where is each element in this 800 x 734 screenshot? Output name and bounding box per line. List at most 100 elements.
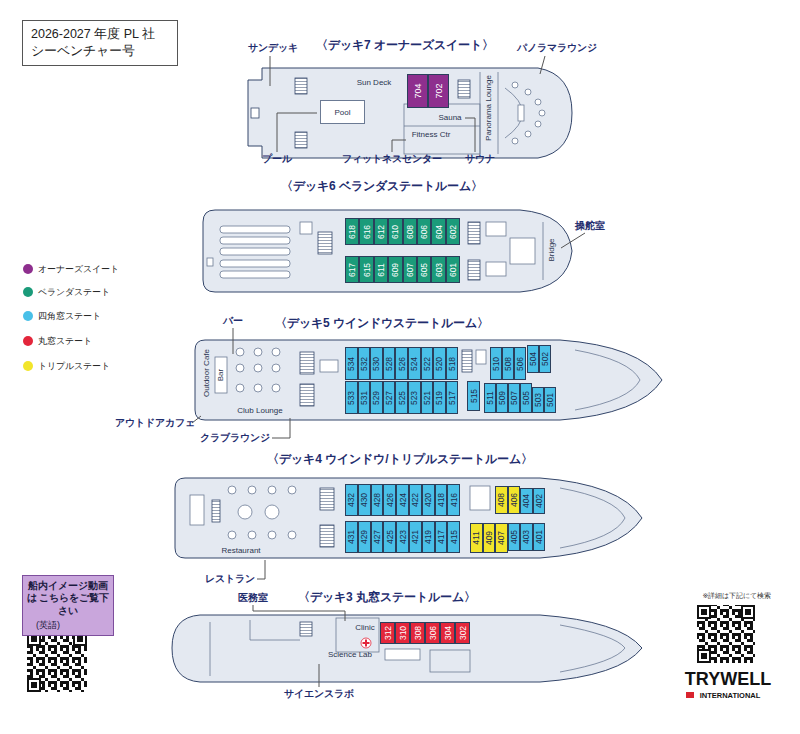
cabin-box: 615 bbox=[359, 256, 373, 283]
cabin-number: 529 bbox=[372, 390, 381, 404]
qr-code bbox=[27, 632, 87, 692]
cabin-box: 517 bbox=[446, 381, 459, 414]
cabin-box: 302 bbox=[455, 622, 470, 644]
cabin-number: 506 bbox=[516, 356, 525, 370]
callout-label: アウトドアカフェ bbox=[115, 417, 195, 429]
callout-label: バー bbox=[223, 315, 243, 327]
deck-heading: 〈デッキ4 ウインドウ/トリプルステートルーム〉 bbox=[267, 453, 532, 467]
cabin-box: 519 bbox=[433, 381, 446, 414]
callout-label: サンデッキ bbox=[248, 42, 298, 54]
cabin-number: 304 bbox=[443, 626, 452, 640]
cabin-number: 615 bbox=[362, 262, 371, 276]
company-logo-sub: INTERNATIONAL bbox=[700, 692, 761, 701]
cabin-box: 704 bbox=[407, 74, 428, 108]
cabin-number: 534 bbox=[347, 356, 356, 370]
cabin-box: 502 bbox=[539, 345, 551, 373]
cabin-box: 603 bbox=[431, 256, 445, 283]
cabin-box: 404 bbox=[520, 488, 533, 514]
cabin-box: 618 bbox=[345, 218, 359, 245]
deck7-hull bbox=[248, 68, 572, 158]
season-text: 2026-2027 年度 PL 社 bbox=[31, 26, 169, 43]
leader-lines bbox=[192, 56, 585, 687]
cabin-number: 504 bbox=[529, 352, 538, 366]
cabin-number: 416 bbox=[450, 493, 459, 507]
cabin-number: 602 bbox=[449, 224, 458, 238]
cabin-number: 432 bbox=[347, 493, 356, 507]
cabin-box: 533 bbox=[345, 381, 358, 414]
cabin-number: 418 bbox=[437, 493, 446, 507]
cabin-number: 606 bbox=[420, 224, 429, 238]
cabin-number: 429 bbox=[360, 530, 369, 544]
cabin-number: 401 bbox=[535, 530, 544, 544]
cabin-number: 507 bbox=[510, 391, 519, 405]
cabin-box: 429 bbox=[358, 521, 371, 553]
callout-label: サウナ bbox=[465, 153, 495, 165]
cabin-box: 507 bbox=[508, 383, 520, 413]
cabin-box: 506 bbox=[514, 347, 526, 380]
cabin-number: 402 bbox=[535, 494, 544, 508]
cabin-number: 509 bbox=[498, 391, 507, 405]
deck-heading: 〈デッキ5 ウインドウステートルーム〉 bbox=[275, 317, 489, 331]
area-label: Science Lab bbox=[328, 650, 372, 659]
cabin-box: 415 bbox=[447, 521, 460, 553]
cabin-box: 430 bbox=[358, 484, 371, 516]
area-label: Sun Deck bbox=[357, 78, 392, 87]
cabin-box: 503 bbox=[532, 387, 544, 413]
cabin-box: 534 bbox=[345, 347, 358, 380]
callout-label: サイエンスラボ bbox=[284, 688, 354, 700]
cabin-number: 312 bbox=[383, 626, 392, 640]
cabin-box: 405 bbox=[508, 523, 521, 551]
cabin-number: 605 bbox=[420, 262, 429, 276]
cabin-box: 428 bbox=[371, 484, 384, 516]
cabin-number: 310 bbox=[398, 626, 407, 640]
cabin-box: 617 bbox=[345, 256, 359, 283]
cabin-number: 431 bbox=[347, 530, 356, 544]
legend-text: 丸窓ステート bbox=[38, 336, 92, 346]
ship-name: シーベンチャー号 bbox=[31, 43, 169, 60]
cabin-box: 421 bbox=[409, 521, 422, 553]
cabin-number: 518 bbox=[448, 356, 457, 370]
cabin-box: 610 bbox=[388, 218, 402, 245]
deck-heading: 〈デッキ3 丸窓ステートルーム〉 bbox=[298, 591, 476, 605]
cabin-number: 604 bbox=[434, 224, 443, 238]
cabin-box: 612 bbox=[374, 218, 388, 245]
cabin-number: 524 bbox=[410, 356, 419, 370]
cabin-number: 532 bbox=[360, 356, 369, 370]
cabin-box: 407 bbox=[495, 523, 508, 553]
cabin-number: 419 bbox=[424, 530, 433, 544]
cabin-number: 519 bbox=[435, 390, 444, 404]
cabin-box: 312 bbox=[380, 622, 395, 644]
area-label: Bar bbox=[216, 369, 225, 381]
cabin-number: 702 bbox=[434, 83, 443, 98]
legend-swatch bbox=[23, 264, 33, 274]
cabin-box: 501 bbox=[544, 387, 556, 413]
cabin-number: 527 bbox=[385, 390, 394, 404]
cabin-number: 422 bbox=[411, 493, 420, 507]
area-label: Fitness Ctr bbox=[412, 130, 451, 139]
cabin-number: 603 bbox=[434, 262, 443, 276]
cabin-box: 528 bbox=[383, 347, 396, 380]
legend-swatch bbox=[23, 336, 33, 346]
area-label: Panorama Lounge bbox=[484, 75, 493, 141]
cabin-number: 610 bbox=[391, 224, 400, 238]
cabin-box: 611 bbox=[374, 256, 388, 283]
legend-text: ベランダステート bbox=[38, 287, 110, 297]
qr-code bbox=[697, 605, 755, 663]
cabin-number: 517 bbox=[448, 390, 457, 404]
legend-swatch bbox=[23, 361, 33, 371]
cabin-number: 510 bbox=[492, 356, 501, 370]
cabin-number: 526 bbox=[397, 356, 406, 370]
cabin-number: 522 bbox=[423, 356, 432, 370]
area-label: Club Lounge bbox=[237, 406, 282, 415]
cabin-number: 515 bbox=[469, 389, 478, 403]
cabin-number: 408 bbox=[497, 493, 506, 507]
cabin-number: 423 bbox=[398, 530, 407, 544]
cabin-number: 411 bbox=[472, 531, 481, 545]
cabin-number: 406 bbox=[510, 493, 519, 507]
cabin-box: 601 bbox=[446, 256, 460, 283]
cabin-box: 419 bbox=[422, 521, 435, 553]
cabin-number: 609 bbox=[391, 262, 400, 276]
cabin-box: 416 bbox=[447, 484, 460, 516]
cabin-number: 405 bbox=[510, 530, 519, 544]
cabin-number: 523 bbox=[410, 390, 419, 404]
